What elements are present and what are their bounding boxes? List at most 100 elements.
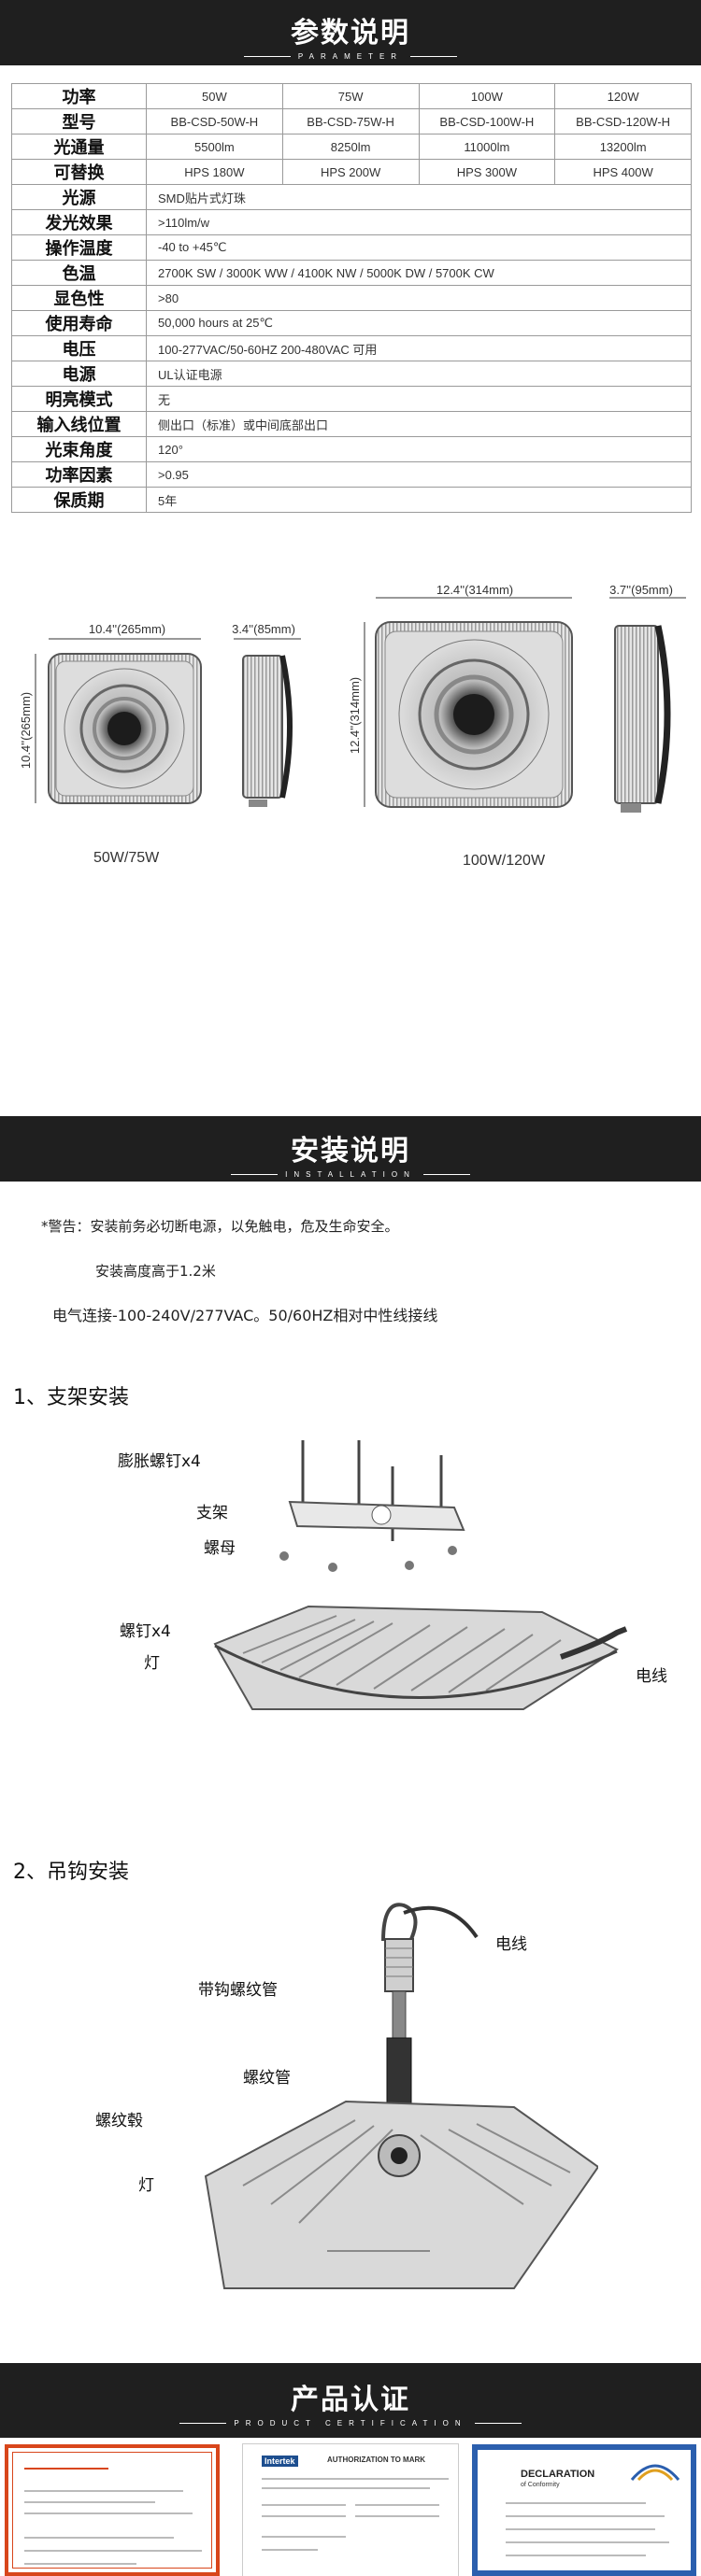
- cert-logo-icon: [630, 2464, 680, 2482]
- row-label: 发光效果: [11, 209, 147, 235]
- bracket-install-illustration: [213, 1440, 628, 1710]
- table-cell: 5500lm: [146, 134, 283, 160]
- table-row: 操作温度-40 to +45℃: [11, 234, 692, 261]
- row-value: 120°: [146, 436, 692, 462]
- table-cell: 100W: [418, 83, 556, 109]
- hook-install-illustration: [204, 1903, 598, 2289]
- banner-rule-right: [422, 1174, 470, 1176]
- dim-small-width: 10.4''(265mm): [89, 622, 165, 636]
- table-row: 显色性>80: [11, 285, 692, 311]
- table-row-lumen: 光通量 5500lm 8250lm 11000lm 13200lm: [11, 134, 692, 160]
- row-value: 5年: [146, 487, 692, 513]
- label-screw: 螺钉x4: [120, 1622, 171, 1641]
- parameter-title: 参数说明: [291, 17, 410, 50]
- table-cell: BB-CSD-100W-H: [418, 108, 556, 134]
- table-cell: BB-CSD-50W-H: [146, 108, 283, 134]
- table-cell: HPS 180W: [146, 159, 283, 185]
- table-cell: 120W: [554, 83, 692, 109]
- table-row-replace: 可替换 HPS 180W HPS 200W HPS 300W HPS 400W: [11, 159, 692, 185]
- table-cell: HPS 200W: [281, 159, 420, 185]
- row-value: >80: [146, 285, 692, 311]
- row-label: 色温: [11, 260, 147, 286]
- row-label: 可替换: [11, 159, 147, 185]
- table-cell: HPS 400W: [554, 159, 692, 185]
- drawing-large-front: 12.4''(314mm) 12.4''(314mm): [348, 585, 573, 808]
- step1-title: 1、支架安装: [13, 1386, 129, 1409]
- drawing-small-side: 3.4''(85mm): [232, 622, 301, 807]
- parameter-subtitle: PARAMETER: [297, 52, 404, 61]
- label-hook-tube: 带钩螺纹管: [198, 1981, 278, 2000]
- install-title: 安装说明: [291, 1135, 410, 1168]
- table-cell: 50W: [146, 83, 283, 109]
- cert-3-heading: DECLARATION: [521, 2469, 595, 2480]
- intertek-logo: Intertek: [262, 2456, 298, 2467]
- height-note: 安装高度高于1.2米: [95, 1263, 216, 1280]
- row-value: 100-277VAC/50-60HZ 200-480VAC 可用: [146, 335, 692, 361]
- table-row: 输入线位置侧出口（标准）或中间底部出口: [11, 411, 692, 437]
- row-value: 2700K SW / 3000K WW / 4100K NW / 5000K D…: [146, 260, 692, 286]
- dim-large-depth: 3.7''(95mm): [609, 585, 673, 597]
- row-value: >110lm/w: [146, 209, 692, 235]
- label-thread-tube: 螺纹管: [243, 2069, 291, 2088]
- label-lamp-2: 灯: [138, 2176, 154, 2195]
- dim-large-width: 12.4''(314mm): [436, 585, 513, 597]
- install-banner: 安装说明 INSTALLATION: [0, 1116, 701, 1182]
- dim-small-height: 10.4''(265mm): [19, 692, 33, 769]
- table-cell: 8250lm: [281, 134, 420, 160]
- row-value: -40 to +45℃: [146, 234, 692, 261]
- banner-rule-right: [410, 56, 458, 58]
- banner-rule-left: [231, 1174, 279, 1176]
- table-cell: BB-CSD-75W-H: [281, 108, 420, 134]
- step2-title: 2、吊钩安装: [13, 1861, 129, 1884]
- row-value: 无: [146, 386, 692, 412]
- table-row: 功率因素>0.95: [11, 461, 692, 488]
- row-label: 电压: [11, 335, 147, 361]
- label-wire: 电线: [636, 1667, 667, 1686]
- row-label: 光束角度: [11, 436, 147, 462]
- banner-rule-left: [243, 56, 291, 58]
- label-nut: 螺母: [204, 1539, 236, 1558]
- drawing-large-side: 3.7''(95mm): [609, 585, 686, 813]
- row-label: 保质期: [11, 487, 147, 513]
- row-label: 功率: [11, 83, 147, 109]
- label-lamp: 灯: [144, 1654, 160, 1673]
- cert-3-sub: of Conformity: [521, 2482, 560, 2488]
- label-expansion-screw: 膨胀螺钉x4: [118, 1452, 201, 1471]
- cert-subtitle: PRODUCT CERTIFICATION: [234, 2419, 467, 2427]
- banner-rule-left: [179, 2423, 227, 2425]
- row-label: 功率因素: [11, 461, 147, 488]
- row-label: 操作温度: [11, 234, 147, 261]
- table-row: 发光效果>110lm/w: [11, 209, 692, 235]
- cert-title: 产品认证: [291, 2384, 410, 2416]
- drawing-small-front: 10.4''(265mm) 10.4''(265mm): [19, 622, 202, 804]
- dim-small-depth: 3.4''(85mm): [232, 622, 295, 636]
- certificate-1: [5, 2444, 220, 2576]
- caption-small: 50W/75W: [93, 850, 160, 866]
- certificate-3: DECLARATION of Conformity: [472, 2444, 696, 2576]
- table-cell: 13200lm: [554, 134, 692, 160]
- row-value: UL认证电源: [146, 361, 692, 387]
- wiring-note: 电气连接-100-240V/277VAC。50/60HZ相对中性线接线: [52, 1307, 438, 1324]
- row-value: >0.95: [146, 461, 692, 488]
- row-label: 使用寿命: [11, 310, 147, 336]
- install-subtitle: INSTALLATION: [285, 1170, 416, 1179]
- parameter-banner: 参数说明 PARAMETER: [0, 0, 701, 65]
- banner-rule-right: [474, 2423, 522, 2425]
- table-cell: BB-CSD-120W-H: [554, 108, 692, 134]
- certificate-2: Intertek AUTHORIZATION TO MARK: [243, 2444, 458, 2576]
- table-cell: HPS 300W: [418, 159, 556, 185]
- spec-table: 功率 50W 75W 100W 120W 型号 BB-CSD-50W-H BB-…: [11, 83, 692, 513]
- table-row-power: 功率 50W 75W 100W 120W: [11, 83, 692, 109]
- row-label: 光源: [11, 184, 147, 210]
- dim-large-height: 12.4''(314mm): [348, 677, 362, 754]
- table-row: 明亮模式无: [11, 386, 692, 412]
- cert-banner: 产品认证 PRODUCT CERTIFICATION: [0, 2363, 701, 2438]
- row-label: 明亮模式: [11, 386, 147, 412]
- table-cell: 75W: [281, 83, 420, 109]
